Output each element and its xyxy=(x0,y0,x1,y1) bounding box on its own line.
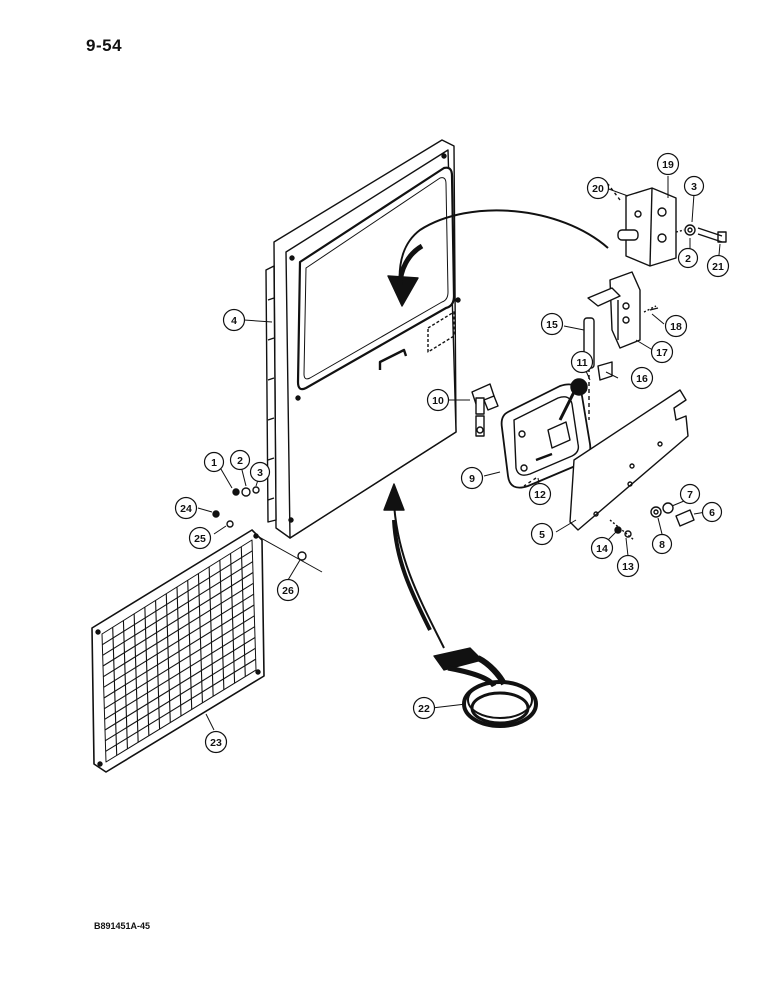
svg-text:19: 19 xyxy=(662,159,674,171)
callout-24: 24 xyxy=(174,496,198,520)
svg-text:12: 12 xyxy=(534,489,546,501)
door-panel xyxy=(265,139,461,539)
svg-text:6: 6 xyxy=(709,507,715,519)
page-number: 9-54 xyxy=(86,36,123,55)
callout-17: 17 xyxy=(650,340,674,364)
callout-10: 10 xyxy=(426,388,450,412)
callout-3b: 3 xyxy=(683,175,705,197)
svg-text:22: 22 xyxy=(418,703,430,715)
svg-text:13: 13 xyxy=(622,561,634,573)
callout-22: 22 xyxy=(412,696,436,720)
callout-9: 9 xyxy=(460,466,484,490)
svg-text:4: 4 xyxy=(231,315,237,327)
svg-text:2: 2 xyxy=(685,253,691,265)
callout-6: 6 xyxy=(701,501,723,523)
callout-21: 21 xyxy=(706,254,730,278)
callout-18: 18 xyxy=(664,314,688,338)
figure-code: B891451A-45 xyxy=(94,921,151,931)
callout-16: 16 xyxy=(630,366,654,390)
svg-text:25: 25 xyxy=(194,533,206,545)
callout-4: 4 xyxy=(222,308,246,332)
svg-text:5: 5 xyxy=(539,529,545,541)
callout-14: 14 xyxy=(590,536,614,560)
callout-7: 7 xyxy=(679,483,701,505)
callout-26: 26 xyxy=(276,578,300,602)
svg-text:10: 10 xyxy=(432,395,444,407)
callout-23: 23 xyxy=(204,730,228,754)
svg-text:23: 23 xyxy=(210,737,222,749)
callout-3a: 3 xyxy=(249,461,271,483)
screen-grille xyxy=(91,529,265,773)
svg-text:17: 17 xyxy=(656,347,668,359)
hinge-assembly xyxy=(607,183,727,267)
svg-text:16: 16 xyxy=(636,373,648,385)
svg-text:3: 3 xyxy=(691,181,697,193)
latch-assembly xyxy=(583,271,659,420)
callout-19: 19 xyxy=(656,152,680,176)
callouts: 1 2 3 2 3 4 5 6 7 8 9 10 11 12 13 14 15 … xyxy=(174,152,730,754)
callout-5: 5 xyxy=(530,522,554,546)
callout-20: 20 xyxy=(586,176,610,200)
mounting-plate xyxy=(569,389,695,541)
svg-text:15: 15 xyxy=(546,319,558,331)
svg-text:9: 9 xyxy=(469,473,475,485)
svg-text:8: 8 xyxy=(659,539,665,551)
svg-text:18: 18 xyxy=(670,321,682,333)
key xyxy=(471,383,499,437)
assembly-arrow-upper xyxy=(387,209,609,307)
svg-text:24: 24 xyxy=(180,503,192,515)
seal-strip xyxy=(433,647,538,728)
callout-15: 15 xyxy=(540,312,564,336)
callout-8: 8 xyxy=(651,533,673,555)
svg-text:7: 7 xyxy=(687,489,693,501)
assembly-arrow-lower xyxy=(383,483,445,649)
svg-text:14: 14 xyxy=(596,543,608,555)
callout-12: 12 xyxy=(528,482,552,506)
callout-2b: 2 xyxy=(677,247,699,269)
svg-text:1: 1 xyxy=(211,457,217,469)
svg-text:21: 21 xyxy=(712,261,724,273)
svg-text:26: 26 xyxy=(282,585,294,597)
svg-text:20: 20 xyxy=(592,183,604,195)
svg-text:3: 3 xyxy=(257,467,263,479)
callout-25: 25 xyxy=(188,526,212,550)
lower-hardware xyxy=(212,486,323,573)
callout-13: 13 xyxy=(616,554,640,578)
callout-11: 11 xyxy=(570,350,594,374)
callout-2a: 2 xyxy=(229,449,251,471)
callout-1: 1 xyxy=(203,451,225,473)
svg-text:11: 11 xyxy=(576,357,587,369)
svg-text:2: 2 xyxy=(237,455,243,467)
